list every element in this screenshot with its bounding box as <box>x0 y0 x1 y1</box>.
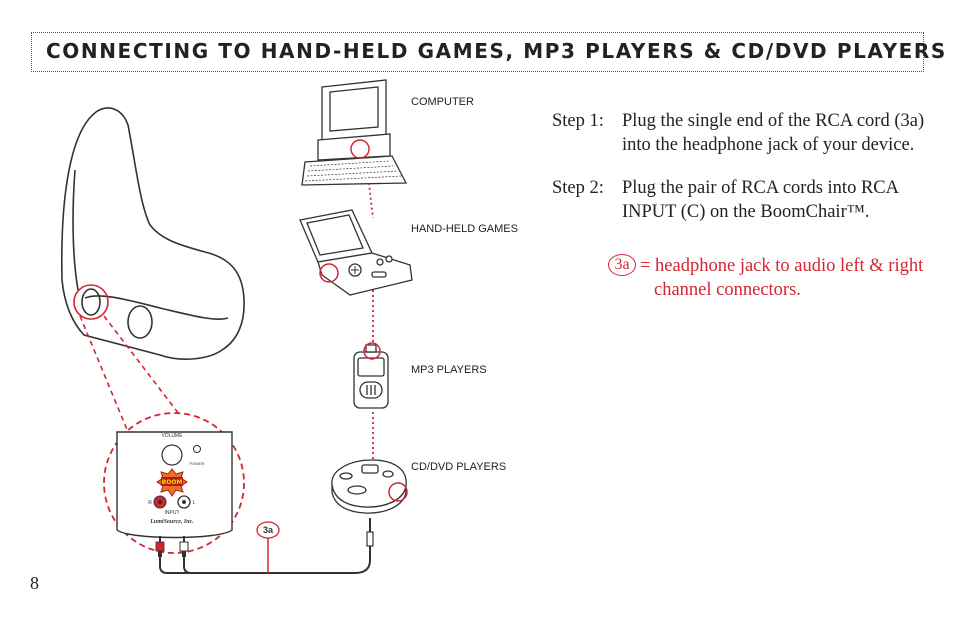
l-label: L <box>193 500 196 506</box>
handheld-game-illustration <box>299 209 413 296</box>
legend-text-line2: channel connectors. <box>654 280 801 300</box>
chair-illustration <box>60 107 245 360</box>
cable-label: 3a <box>263 525 274 535</box>
control-panel: VOLUME POWER BOOM R L INPUT LumiSource, … <box>116 431 233 539</box>
page-number: 8 <box>30 573 39 593</box>
step-1-number: Step 1: <box>552 111 604 131</box>
computer-jack-marker <box>350 139 370 159</box>
handheld-label: HAND-HELD GAMES <box>411 223 518 235</box>
mp3-label: MP3 PLAYERS <box>411 364 487 376</box>
logo-text: BOOM <box>162 479 183 486</box>
chair-input-marker <box>73 284 109 320</box>
rca-cable <box>159 545 371 574</box>
rca-plugs <box>155 536 189 557</box>
step-2-text: Plug the pair of RCA cords into RCA INPU… <box>622 178 898 222</box>
power-label: POWER <box>189 461 204 466</box>
step-1-text: Plug the single end of the RCA cord (3a)… <box>622 111 925 155</box>
cd-jack-marker <box>388 482 408 502</box>
volume-label: VOLUME <box>161 433 183 439</box>
computer-label: COMPUTER <box>411 96 474 108</box>
legend-text-line1: = headphone jack to audio left & right <box>640 256 924 276</box>
power-light <box>193 445 201 453</box>
step-2-number: Step 2: <box>552 178 604 198</box>
legend-badge: 3a <box>608 254 636 276</box>
cd-player-illustration <box>331 459 407 514</box>
cd-label: CD/DVD PLAYERS <box>411 461 507 473</box>
page-title: CONNECTING TO HAND-HELD GAMES, MP3 PLAYE… <box>46 39 947 63</box>
handheld-jack-marker <box>319 263 339 283</box>
computer-illustration <box>301 79 408 186</box>
brand-label: LumiSource, Inc. <box>149 519 194 525</box>
headphone-plug <box>366 518 374 547</box>
device-connector-dots <box>365 157 374 470</box>
boom-logo <box>156 468 188 497</box>
volume-knob <box>161 444 183 466</box>
zoom-leader-lines <box>79 315 183 445</box>
mp3-jack-marker <box>363 342 381 360</box>
mp3-player-illustration <box>353 344 389 409</box>
input-label: INPUT <box>165 510 180 516</box>
cable-label-badge <box>256 521 280 539</box>
title-box: CONNECTING TO HAND-HELD GAMES, MP3 PLAYE… <box>31 32 945 72</box>
r-label: R <box>148 500 152 506</box>
